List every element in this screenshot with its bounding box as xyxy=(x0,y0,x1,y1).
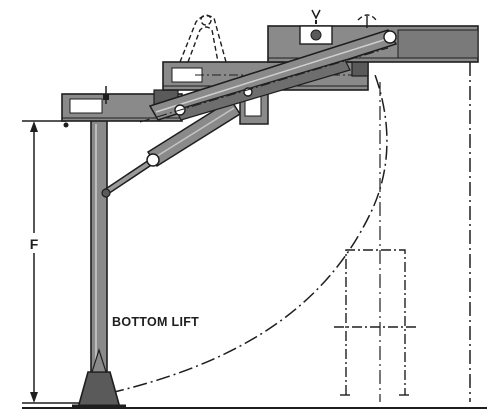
tier-3-lip xyxy=(397,29,479,59)
post-base xyxy=(76,371,122,409)
cylinder-base-pin xyxy=(101,188,111,198)
dimension-arrow-bottom xyxy=(30,392,38,403)
lift-swing-arc xyxy=(109,71,388,394)
cylinder-pin xyxy=(146,153,160,167)
tier-1-inner xyxy=(69,98,103,114)
phantom-handle-pivot xyxy=(200,14,212,26)
pivot-pin-upper xyxy=(383,30,397,44)
support-post xyxy=(72,119,126,409)
dimension-label-mask xyxy=(27,233,41,253)
tier-3-clip xyxy=(357,14,377,21)
phantom-handle-outline xyxy=(179,15,227,63)
diagram-caption: BOTTOM LIFT xyxy=(112,315,199,329)
dimension-arrow-top xyxy=(30,121,38,132)
dimension-f xyxy=(22,120,80,404)
support-arm xyxy=(175,59,351,121)
post-base-gusset xyxy=(91,348,107,373)
phantom-frame xyxy=(334,249,418,396)
cylinder-barrel-line xyxy=(153,107,235,159)
tier-3-marker xyxy=(311,9,321,20)
phantom-frame-outline xyxy=(345,249,406,395)
drive-arm-edge xyxy=(155,37,391,113)
linkage-centerline xyxy=(139,47,389,123)
phantom-lift-handle xyxy=(179,14,227,63)
linkage-arms xyxy=(139,29,398,123)
tier-3-hinge-pin xyxy=(310,29,322,41)
dimension-label: F xyxy=(30,236,39,252)
tier-1-bolt xyxy=(63,122,69,128)
tier-1-pin-head xyxy=(103,94,109,100)
post-column xyxy=(90,119,108,383)
phantom-handle-inner xyxy=(187,26,219,63)
